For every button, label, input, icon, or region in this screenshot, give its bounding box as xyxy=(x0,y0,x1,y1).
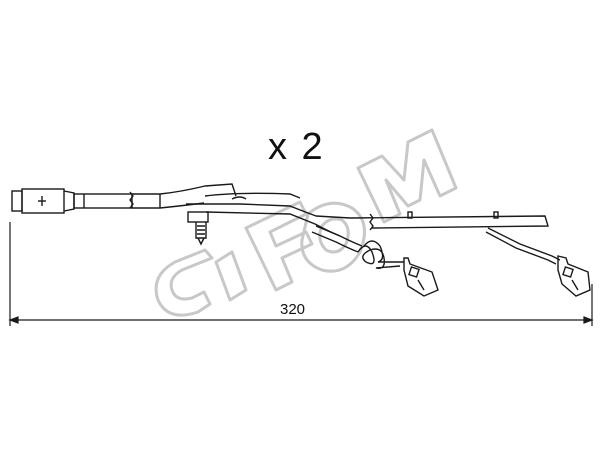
dimension-line xyxy=(8,222,594,326)
sensor-branch-2 xyxy=(485,227,591,297)
main-cable-bundle xyxy=(129,183,549,246)
quantity-label: x 2 xyxy=(268,126,325,168)
watermark-letter-i xyxy=(214,250,248,302)
brand-watermark-logo xyxy=(154,128,458,317)
watermark-letter-f xyxy=(244,200,314,292)
dimension-value: 320 xyxy=(280,301,306,318)
watermark-letter-c xyxy=(154,248,214,317)
connector-plug xyxy=(11,188,133,214)
watermark-letter-m xyxy=(356,128,458,224)
sensor-branch-1 xyxy=(311,225,439,297)
watermark-letter-a xyxy=(300,201,366,273)
